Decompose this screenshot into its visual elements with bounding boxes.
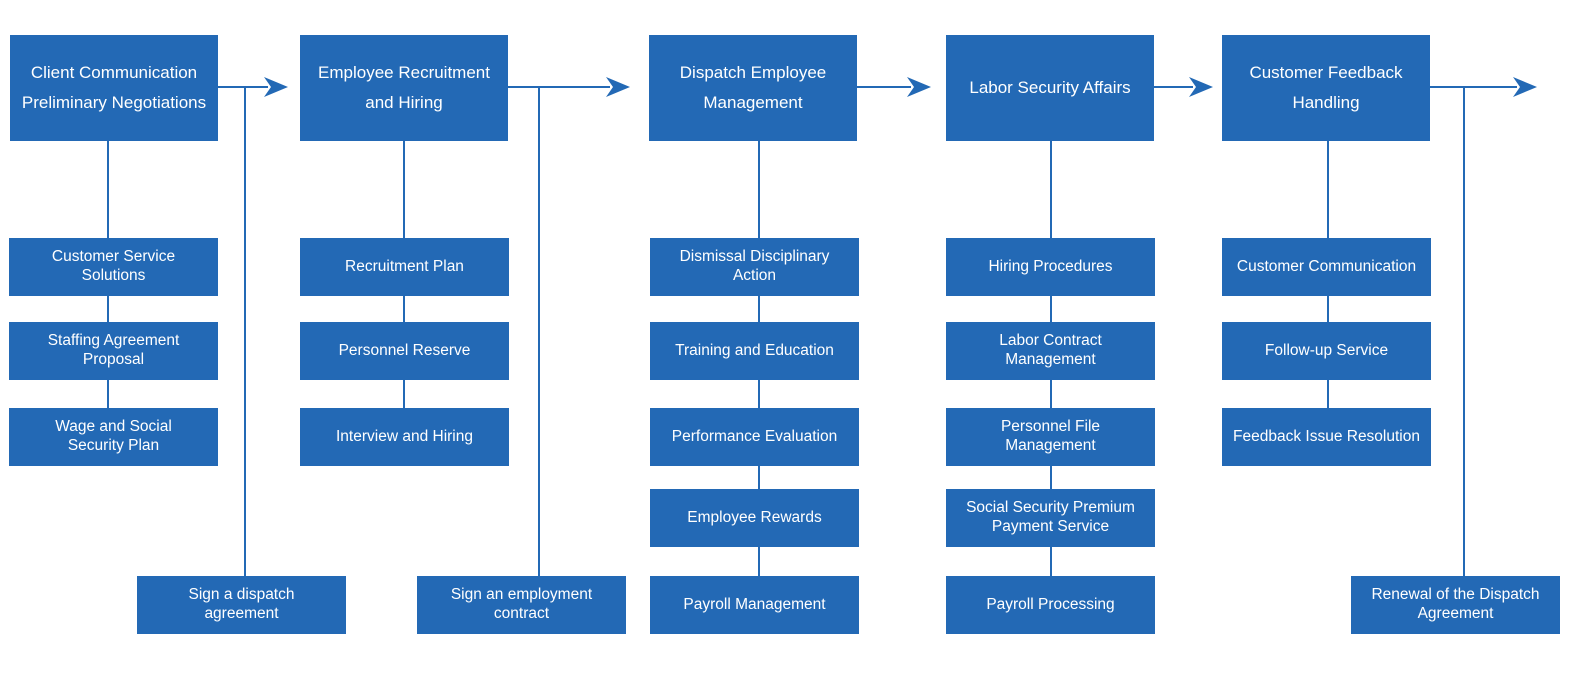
task-payroll-processing: Payroll Processing — [946, 576, 1155, 634]
task-performance-evaluation: Performance Evaluation — [650, 408, 859, 466]
task-dismissal-disciplinary-action: Dismissal Disciplinary Action — [650, 238, 859, 296]
flow-arrow-head-2 — [606, 77, 630, 97]
task-follow-up-service: Follow-up Service — [1222, 322, 1431, 380]
task-social-security-premium-payment: Social Security Premium Payment Service — [946, 489, 1155, 547]
task-interview-hiring: Interview and Hiring — [300, 408, 509, 466]
task-customer-service-solutions: Customer Service Solutions — [9, 238, 218, 296]
task-hiring-procedures: Hiring Procedures — [946, 238, 1155, 296]
task-customer-communication: Customer Communication — [1222, 238, 1431, 296]
branch-sign-dispatch-agreement: Sign a dispatch agreement — [137, 576, 346, 634]
branch-sign-employment-contract: Sign an employment contract — [417, 576, 626, 634]
task-staffing-agreement-proposal: Staffing Agreement Proposal — [9, 322, 218, 380]
stage-dispatch-employee-management: Dispatch Employee Management — [649, 35, 857, 141]
stage-client-communication: Client Communication Preliminary Negotia… — [10, 35, 218, 141]
stage-labor-security-affairs: Labor Security Affairs — [946, 35, 1154, 141]
flow-arrow-head-1 — [264, 77, 288, 97]
flow-arrow-head-5 — [1513, 77, 1537, 97]
task-personnel-reserve: Personnel Reserve — [300, 322, 509, 380]
flow-arrow-head-4 — [1189, 77, 1213, 97]
task-employee-rewards: Employee Rewards — [650, 489, 859, 547]
stage-employee-recruitment: Employee Recruitment and Hiring — [300, 35, 508, 141]
flow-arrow-head-3 — [907, 77, 931, 97]
task-training-education: Training and Education — [650, 322, 859, 380]
task-wage-social-security-plan: Wage and Social Security Plan — [9, 408, 218, 466]
task-payroll-management: Payroll Management — [650, 576, 859, 634]
stage-customer-feedback-handling: Customer Feedback Handling — [1222, 35, 1430, 141]
task-recruitment-plan: Recruitment Plan — [300, 238, 509, 296]
task-labor-contract-management: Labor Contract Management — [946, 322, 1155, 380]
task-feedback-issue-resolution: Feedback Issue Resolution — [1222, 408, 1431, 466]
task-personnel-file-management: Personnel File Management — [946, 408, 1155, 466]
branch-renewal-dispatch-agreement: Renewal of the Dispatch Agreement — [1351, 576, 1560, 634]
